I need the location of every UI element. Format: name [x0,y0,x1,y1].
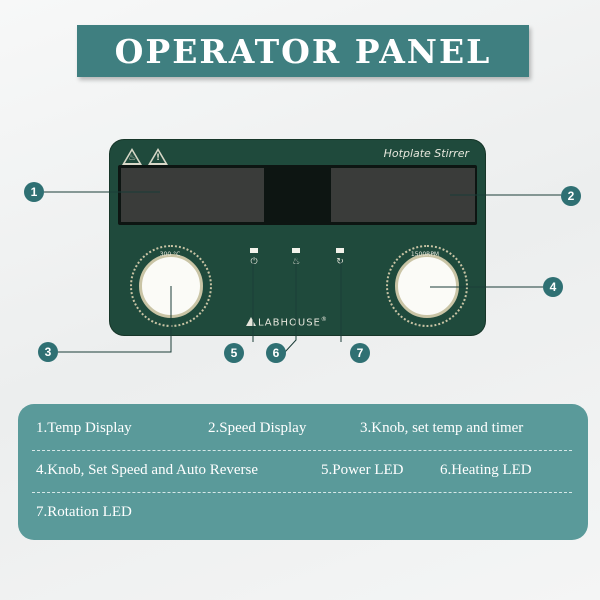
callout-6: 6 [266,343,286,363]
power-icon: ⏻ [250,257,258,267]
callout-4: 4 [543,277,563,297]
brand-logo-icon [246,317,256,326]
speed-knob[interactable] [395,254,459,318]
rotation-led [336,248,344,253]
legend-item: 5.Power LED [321,462,404,478]
temp-display [121,168,264,222]
brand-name: LABHOUSE® [258,316,328,329]
legend-item: 1.Temp Display [36,420,132,436]
legend-item: 6.Heating LED [440,462,532,478]
hot-surface-warning-glyph: ♨ [128,153,137,163]
power-led [250,248,258,253]
page-title: OPERATOR PANEL [114,31,492,71]
legend-item: 7.Rotation LED [36,504,132,520]
legend-item: 2.Speed Display [208,420,307,436]
hot-surface-warning-icon [122,148,142,165]
operator-panel: ♨ ! Hotplate Stirrer 300 °C 1500RPM ⏻ ♨ … [110,140,485,335]
callout-1: 1 [24,182,44,202]
callout-5: 5 [224,343,244,363]
heating-led [292,248,300,253]
legend-divider [32,450,572,451]
legend-divider [32,492,572,493]
callout-3: 3 [38,342,58,362]
caution-warning-icon [148,148,168,165]
legend-item: 3.Knob, set temp and timer [360,420,524,436]
caution-warning-glyph: ! [156,153,161,163]
legend-item: 4.Knob, Set Speed and Auto Reverse [36,462,259,478]
speed-knob-dial-scale [386,245,468,327]
temp-knob-label: 300 °C [159,251,181,258]
callout-2: 2 [561,186,581,206]
callout-7: 7 [350,343,370,363]
legend-box: 1.Temp Display 2.Speed Display 3.Knob, s… [18,404,588,540]
speed-knob-label: 1500RPM [410,251,440,258]
title-banner: OPERATOR PANEL [77,25,529,77]
rotation-icon: ↻ [336,257,344,267]
panel-model-label: Hotplate Stirrer [383,147,469,160]
